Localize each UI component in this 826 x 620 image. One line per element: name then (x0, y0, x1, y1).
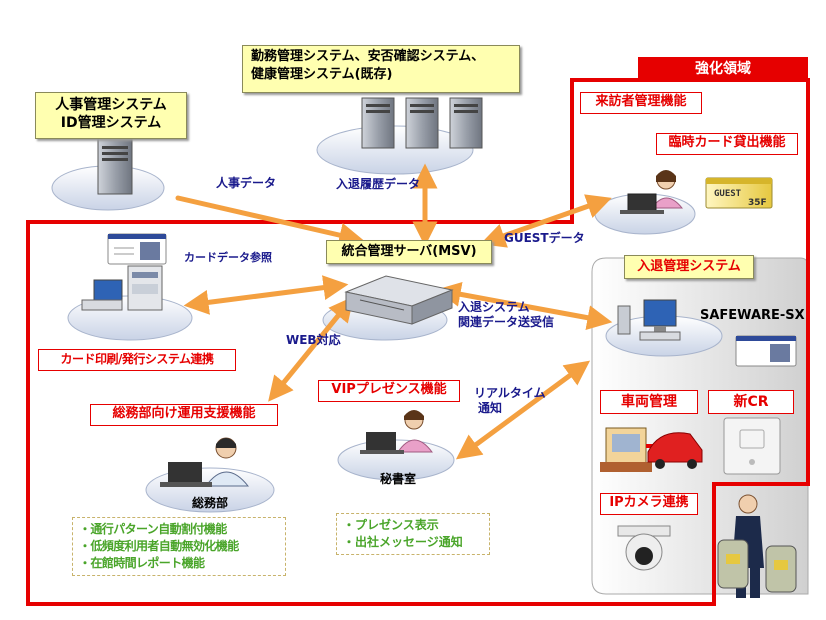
general-functions-list: ・通行パターン自動割付機能 ・低頻度利用者自動無効化機能 ・在館時間レポート機能 (72, 517, 286, 576)
existing-servers-icon (361, 97, 483, 149)
new-cr-box: 新CR (708, 390, 794, 414)
presence-functions-list: ・プレゼンス表示 ・出社メッセージ通知 (336, 513, 490, 555)
related-data-label: 入退システム 関連データ送受信 (458, 300, 554, 330)
hr-server-icon (97, 137, 133, 195)
arrow-msv-general (268, 296, 354, 402)
attendance-system-box: 勤務管理システム、安否確認システム、 健康管理システム(既存) (242, 45, 520, 93)
guest-data-label: GUESTデータ (504, 231, 585, 245)
related-data-line2: 関連データ送受信 (458, 315, 555, 329)
entry-history-label: 入退履歴データ (336, 177, 421, 191)
ip-camera-icon (617, 525, 671, 571)
attendance-system-line1: 勤務管理システム、安否確認システム、 (251, 49, 485, 64)
arrow-msv-cardprint (183, 275, 349, 315)
attendance-system-line2: 健康管理システム(既存) (251, 67, 393, 82)
hr-data-label: 人事データ (216, 176, 277, 190)
guest-card-icon (705, 177, 773, 209)
general-function-item: ・通行パターン自動割付機能 (79, 522, 227, 536)
visitor-reception-icon (620, 170, 684, 214)
hr-system-line1: 人事管理システム (55, 97, 167, 113)
general-dept-label: 総務部 (192, 496, 229, 510)
general-affairs-box: 総務部向け運用支援機能 (90, 404, 278, 426)
vehicle-gate-icon (600, 427, 703, 472)
msv-box: 統合管理サーバ(MSV) (326, 240, 492, 264)
msv-server-icon (344, 275, 454, 325)
safeware-card-icon (735, 335, 797, 367)
temp-card-box: 臨時カード貸出機能 (656, 133, 798, 155)
realtime-line1: リアルタイム (474, 386, 546, 400)
arrow-msv-safeware (435, 281, 613, 331)
card-ref-label: カードデータ参照 (184, 251, 272, 264)
safeware-pc-icon (617, 299, 681, 341)
secretary-icon (360, 410, 434, 454)
realtime-line2: 通知 (478, 401, 503, 415)
access-system-box: 入退管理システム (624, 255, 754, 279)
strengthening-region-border (26, 78, 810, 606)
hr-system-line2: ID管理システム (60, 115, 162, 131)
luggage-person-icon (717, 494, 797, 598)
guest-card-label: GUEST (714, 189, 742, 199)
general-function-item: ・低頻度利用者自動無効化機能 (79, 539, 239, 553)
vip-presence-box: VIPプレゼンス機能 (318, 380, 460, 402)
card-print-box: カード印刷/発行システム連携 (38, 349, 236, 371)
arrow-secretary-safeware (455, 360, 591, 460)
presence-function-item: ・出社メッセージ通知 (343, 535, 463, 549)
secretary-label: 秘書室 (380, 472, 417, 486)
card-reader-icon (723, 417, 781, 475)
guest-card-floor: 35F (748, 198, 767, 208)
employee-card-icon (107, 233, 167, 265)
general-affairs-icon (160, 437, 250, 487)
web-label: WEB対応 (286, 333, 341, 347)
strengthening-region-tag: 強化領域 (638, 57, 808, 81)
general-function-item: ・在館時間レポート機能 (79, 556, 205, 570)
vehicle-management-box: 車両管理 (600, 390, 698, 414)
presence-function-item: ・プレゼンス表示 (343, 518, 439, 532)
hr-system-box: 人事管理システム ID管理システム (35, 92, 187, 139)
related-data-line1: 入退システム (458, 300, 530, 314)
realtime-label: リアルタイム 通知 (474, 386, 546, 416)
visitor-management-box: 来訪者管理機能 (580, 92, 702, 114)
arrow-msv-visitor (480, 194, 612, 248)
arrows (175, 163, 613, 460)
arrow-hr-msv (175, 195, 365, 248)
card-print-station-icon (81, 265, 163, 311)
safeware-label: SAFEWARE-SX (700, 308, 805, 323)
ip-camera-box: IPカメラ連携 (600, 493, 698, 515)
